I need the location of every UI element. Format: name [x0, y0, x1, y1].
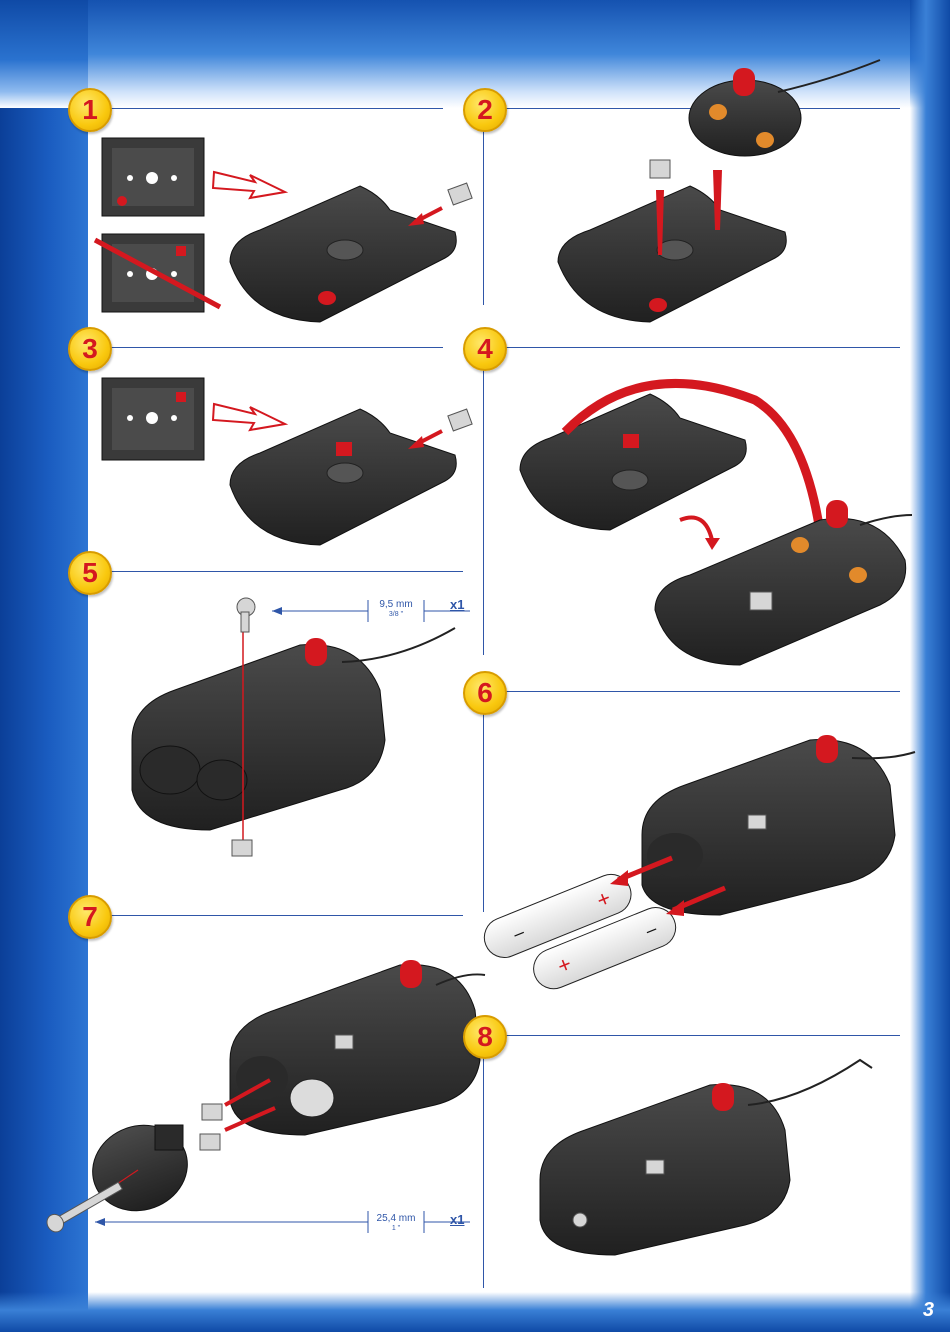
- step-4-illustration: [520, 383, 912, 665]
- screw-quantity: x1: [450, 597, 464, 612]
- step-badge-5: 5: [68, 551, 112, 595]
- step-3-illustration: [102, 378, 472, 545]
- screw-length-label: 9,5 mm 3/8 ": [368, 600, 424, 620]
- step-badge-8: 8: [463, 1015, 507, 1059]
- step-badge-6: 6: [463, 671, 507, 715]
- screw-quantity: x1: [450, 1212, 464, 1227]
- screw-length-mm: 25,4 mm: [368, 1214, 424, 1224]
- step-badge-2: 2: [463, 88, 507, 132]
- screw-length-inch: 3/8 ": [368, 610, 424, 620]
- screw-length-label: 25,4 mm 1 ": [368, 1214, 424, 1234]
- page-number: 3: [923, 1299, 934, 1322]
- screw-length-inch: 1 ": [368, 1224, 424, 1234]
- step-8-illustration: [540, 1060, 872, 1255]
- step-1-illustration: [95, 138, 472, 322]
- step-badge-1: 1: [68, 88, 112, 132]
- step-badge-3: 3: [68, 327, 112, 371]
- step-badge-7: 7: [68, 895, 112, 939]
- step-7-illustration: [44, 960, 485, 1235]
- step-2-illustration: [558, 60, 880, 322]
- step-badge-4: 4: [463, 327, 507, 371]
- screw-length-mm: 9,5 mm: [368, 600, 424, 610]
- step-6-illustration: – + + –: [478, 735, 915, 995]
- step-5-illustration: [132, 598, 470, 856]
